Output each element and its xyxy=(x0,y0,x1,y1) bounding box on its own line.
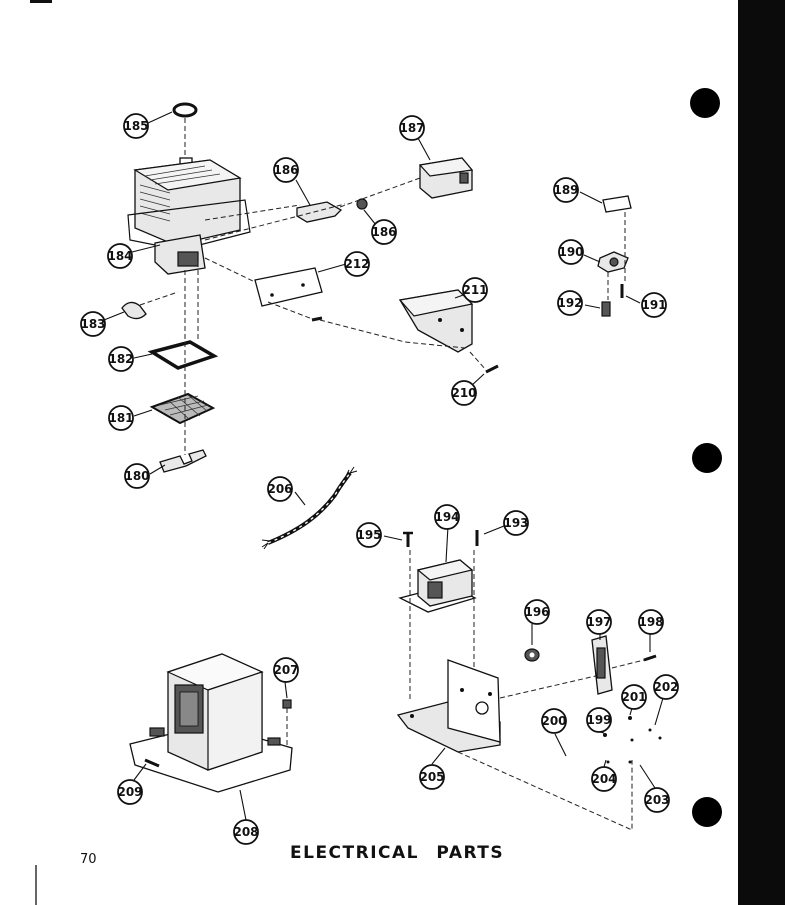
svg-text:204: 204 xyxy=(591,772,616,786)
callout-182: 182 xyxy=(108,346,134,372)
punch-hole xyxy=(690,88,720,118)
callout-211: 211 xyxy=(462,277,488,303)
svg-text:206: 206 xyxy=(267,482,292,496)
callout-184: 184 xyxy=(107,243,133,269)
svg-text:212: 212 xyxy=(344,257,369,271)
callout-208: 208 xyxy=(233,819,259,845)
svg-text:208: 208 xyxy=(233,825,258,839)
callout-197: 197 xyxy=(586,609,612,635)
svg-text:198: 198 xyxy=(638,615,663,629)
svg-text:200: 200 xyxy=(541,714,566,728)
svg-text:193: 193 xyxy=(503,516,528,530)
svg-text:210: 210 xyxy=(451,386,476,400)
svg-text:207: 207 xyxy=(273,663,298,677)
frame-gasket xyxy=(147,340,219,370)
mesh-screen xyxy=(149,392,216,425)
callout-194: 194 xyxy=(434,504,460,530)
svg-text:184: 184 xyxy=(107,249,132,263)
nut xyxy=(282,699,292,709)
nut xyxy=(356,198,368,210)
callout-189: 189 xyxy=(553,177,579,203)
callout-201: 201 xyxy=(621,684,647,710)
svg-text:209: 209 xyxy=(117,785,142,799)
mounting-plate xyxy=(254,267,323,322)
svg-text:182: 182 xyxy=(108,352,133,366)
callout-185: 185 xyxy=(123,113,149,139)
page-caption: ELECTRICAL PARTS xyxy=(290,843,505,863)
svg-text:183: 183 xyxy=(80,317,105,331)
callout-210: 210 xyxy=(451,380,477,406)
callout-207: 207 xyxy=(273,657,299,683)
callout-195: 195 xyxy=(356,522,382,548)
page-number: 70 xyxy=(80,852,97,867)
small-hardware xyxy=(603,716,662,764)
capacitor-bracket xyxy=(398,559,477,613)
thermostat-group xyxy=(597,195,632,317)
callout-196: 196 xyxy=(524,599,550,625)
callout-183: 183 xyxy=(80,311,106,337)
svg-text:197: 197 xyxy=(586,615,611,629)
svg-text:192: 192 xyxy=(557,296,582,310)
gasket-ring xyxy=(172,102,198,118)
callout-190: 190 xyxy=(558,239,584,265)
interlock-switch xyxy=(591,635,613,695)
binding-edge xyxy=(738,0,785,905)
svg-text:187: 187 xyxy=(399,121,424,135)
svg-text:190: 190 xyxy=(558,245,583,259)
svg-text:191: 191 xyxy=(641,298,666,312)
callout-206: 206 xyxy=(267,476,293,502)
callout-191: 191 xyxy=(641,292,667,318)
svg-text:186: 186 xyxy=(273,163,298,177)
svg-text:195: 195 xyxy=(356,528,381,542)
svg-text:196: 196 xyxy=(524,605,549,619)
callout-199: 199 xyxy=(586,707,612,733)
callout-203: 203 xyxy=(644,787,670,813)
punch-hole xyxy=(692,797,722,827)
callout-202: 202 xyxy=(653,674,679,700)
svg-text:211: 211 xyxy=(462,283,487,297)
scan-mark xyxy=(35,865,37,905)
callout-186: 186 xyxy=(273,157,299,183)
svg-text:189: 189 xyxy=(553,183,578,197)
angle-bracket xyxy=(398,289,474,353)
svg-text:203: 203 xyxy=(644,793,669,807)
punch-hole xyxy=(692,443,722,473)
filter-plug xyxy=(121,291,179,320)
wire-harness xyxy=(261,466,358,550)
svg-text:202: 202 xyxy=(653,680,678,694)
callout-205: 205 xyxy=(419,764,445,790)
callout-181: 181 xyxy=(108,405,134,431)
svg-text:180: 180 xyxy=(124,469,149,483)
scan-mark xyxy=(30,0,52,3)
callout-198: 198 xyxy=(638,609,664,635)
thermal-bracket xyxy=(159,449,207,473)
callout-209: 209 xyxy=(117,779,143,805)
svg-text:201: 201 xyxy=(621,690,646,704)
waveguide-cover xyxy=(418,157,474,199)
high-voltage-transformer xyxy=(129,653,293,793)
callout-186: 186 xyxy=(371,219,397,245)
svg-text:199: 199 xyxy=(586,713,611,727)
svg-text:194: 194 xyxy=(434,510,459,524)
waveguide-clip xyxy=(296,198,368,223)
callout-212: 212 xyxy=(344,251,370,277)
callout-192: 192 xyxy=(557,290,583,316)
screw xyxy=(144,758,160,768)
svg-text:181: 181 xyxy=(108,411,133,425)
magnetron-assembly xyxy=(127,102,251,275)
base-bracket xyxy=(396,659,501,753)
callout-204: 204 xyxy=(591,766,617,792)
grommet xyxy=(524,648,540,662)
svg-text:205: 205 xyxy=(419,770,444,784)
callout-200: 200 xyxy=(541,708,567,734)
svg-text:186: 186 xyxy=(371,225,396,239)
callout-193: 193 xyxy=(503,510,529,536)
callout-180: 180 xyxy=(124,463,150,489)
callout-187: 187 xyxy=(399,115,425,141)
svg-text:185: 185 xyxy=(123,119,148,133)
